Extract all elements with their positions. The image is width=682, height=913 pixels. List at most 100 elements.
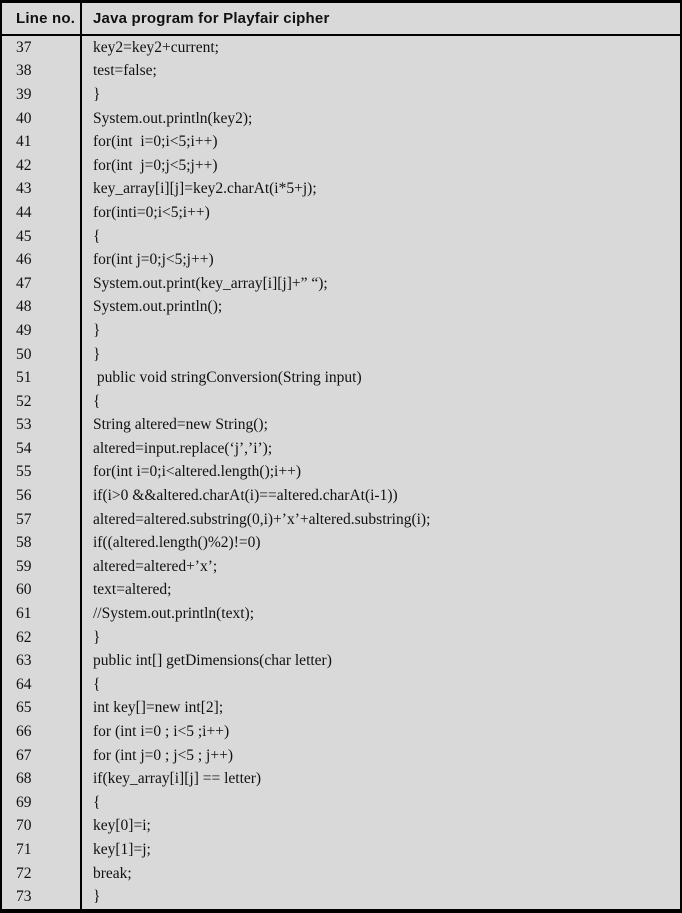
line-number-cell: 40 (2, 106, 82, 131)
code-cell: for(inti=0;i<5;i++) (93, 203, 210, 221)
table-row: 52 { (2, 389, 680, 414)
table-row: 53 String altered=new String(); (2, 413, 680, 438)
line-number-cell: 46 (2, 248, 82, 272)
line-number-cell: 41 (2, 130, 82, 154)
line-number-cell: 61 (2, 602, 82, 626)
table-row: 56 if(i>0 &&altered.charAt(i)==altered.c… (2, 484, 680, 508)
code-cell: { (93, 392, 101, 410)
line-number-cell: 70 (2, 814, 82, 839)
code-cell: public int[] getDimensions(char letter) (93, 652, 332, 670)
code-cell: if((altered.length()%2)!=0) (93, 534, 261, 552)
table-row: 46 for(int j=0;j<5;j++) (2, 248, 680, 272)
table-row: 55 for(int i=0;i<altered.length();i++) (2, 460, 680, 485)
table-row: 47 System.out.print(key_array[i][j]+” “)… (2, 271, 680, 296)
code-cell: for(int i=0;i<altered.length();i++) (93, 463, 301, 481)
line-number-cell: 73 (2, 885, 82, 909)
line-number-cell: 37 (2, 36, 82, 60)
line-number-cell: 45 (2, 224, 82, 249)
table-row: 45 { (2, 224, 680, 249)
code-cell: altered=altered.substring(0,i)+’x’+alter… (93, 510, 431, 528)
line-number-cell: 68 (2, 767, 82, 791)
line-number-cell: 47 (2, 271, 82, 296)
code-cell: //System.out.println(text); (93, 605, 255, 623)
table-row: 59 altered=altered+’x’; (2, 555, 680, 579)
code-cell: { (93, 675, 101, 693)
code-cell: } (93, 85, 101, 103)
line-number-cell: 72 (2, 861, 82, 886)
line-number-cell: 71 (2, 838, 82, 862)
line-number-cell: 66 (2, 720, 82, 744)
line-number-cell: 44 (2, 201, 82, 225)
table-row: 72 break; (2, 861, 680, 886)
code-cell: String altered=new String(); (93, 416, 268, 434)
table-row: 37 key2=key2+current; (2, 36, 680, 60)
table-row: 51 public void stringConversion(String i… (2, 366, 680, 390)
line-number-cell: 62 (2, 625, 82, 650)
table-row: 68 if(key_array[i][j] == letter) (2, 767, 680, 791)
code-cell: } (93, 321, 101, 339)
table-row: 71 key[1]=j; (2, 838, 680, 862)
table-row: 65 int key[]=new int[2]; (2, 696, 680, 721)
line-number-cell: 69 (2, 791, 82, 815)
table-row: 42 for(int j=0;j<5;j++) (2, 153, 680, 178)
line-number-cell: 67 (2, 743, 82, 768)
table-row: 44 for(inti=0;i<5;i++) (2, 201, 680, 225)
table-body: 37 key2=key2+current; 38 test=false; 39 … (2, 36, 680, 909)
line-number-cell: 53 (2, 413, 82, 438)
line-number-cell: 54 (2, 437, 82, 461)
line-number-cell: 57 (2, 507, 82, 532)
code-cell: if(key_array[i][j] == letter) (93, 770, 262, 788)
line-number-cell: 59 (2, 555, 82, 579)
code-cell: for (int i=0 ; i<5 ;i++) (93, 723, 230, 741)
table-row: 62 } (2, 625, 680, 650)
code-cell: { (93, 227, 101, 245)
table-header-row: Line no. Java program for Playfair ciphe… (2, 3, 680, 36)
line-number-cell: 63 (2, 649, 82, 674)
table-row: 70 key[0]=i; (2, 814, 680, 839)
code-cell: key2=key2+current; (93, 38, 219, 56)
table-row: 73 } (2, 885, 680, 909)
code-cell: } (93, 345, 101, 363)
code-cell: System.out.print(key_array[i][j]+” “); (93, 274, 328, 292)
line-number-cell: 43 (2, 177, 82, 202)
line-number-cell: 38 (2, 59, 82, 84)
code-cell: } (93, 628, 101, 646)
table-row: 60 text=altered; (2, 578, 680, 603)
table-row: 50 } (2, 342, 680, 367)
code-cell: for(int j=0;j<5;j++) (93, 156, 218, 174)
table-row: 61 //System.out.println(text); (2, 602, 680, 626)
line-number-cell: 52 (2, 389, 82, 414)
code-cell: public void stringConversion(String inpu… (93, 369, 362, 387)
line-number-cell: 65 (2, 696, 82, 721)
table-row: 43 key_array[i][j]=key2.charAt(i*5+j); (2, 177, 680, 202)
code-cell: for (int j=0 ; j<5 ; j++) (93, 746, 234, 764)
line-number-cell: 49 (2, 319, 82, 343)
table-row: 40 System.out.println(key2); (2, 106, 680, 131)
table-row: 69 { (2, 791, 680, 815)
code-cell: if(i>0 &&altered.charAt(i)==altered.char… (93, 487, 398, 505)
line-number-cell: 51 (2, 366, 82, 390)
table-row: 66 for (int i=0 ; i<5 ;i++) (2, 720, 680, 744)
code-cell: { (93, 793, 101, 811)
table-row: 38 test=false; (2, 59, 680, 84)
table-row: 63 public int[] getDimensions(char lette… (2, 649, 680, 674)
code-cell: System.out.println(); (93, 298, 223, 316)
code-cell: System.out.println(key2); (93, 109, 253, 127)
column-header-line-no: Line no. (2, 3, 82, 34)
line-number-cell: 56 (2, 484, 82, 508)
code-cell: text=altered; (93, 581, 172, 599)
code-cell: } (93, 888, 101, 906)
table-row: 58 if((altered.length()%2)!=0) (2, 531, 680, 556)
line-number-cell: 55 (2, 460, 82, 485)
code-cell: break; (93, 864, 132, 882)
table-row: 64 { (2, 673, 680, 697)
table-row: 57 altered=altered.substring(0,i)+’x’+al… (2, 507, 680, 532)
code-cell: key[0]=i; (93, 817, 151, 835)
table-row: 49 } (2, 319, 680, 343)
code-cell: for(int i=0;i<5;i++) (93, 133, 218, 151)
line-number-cell: 58 (2, 531, 82, 556)
line-number-cell: 64 (2, 673, 82, 697)
table-row: 67 for (int j=0 ; j<5 ; j++) (2, 743, 680, 768)
code-cell: key[1]=j; (93, 840, 151, 858)
